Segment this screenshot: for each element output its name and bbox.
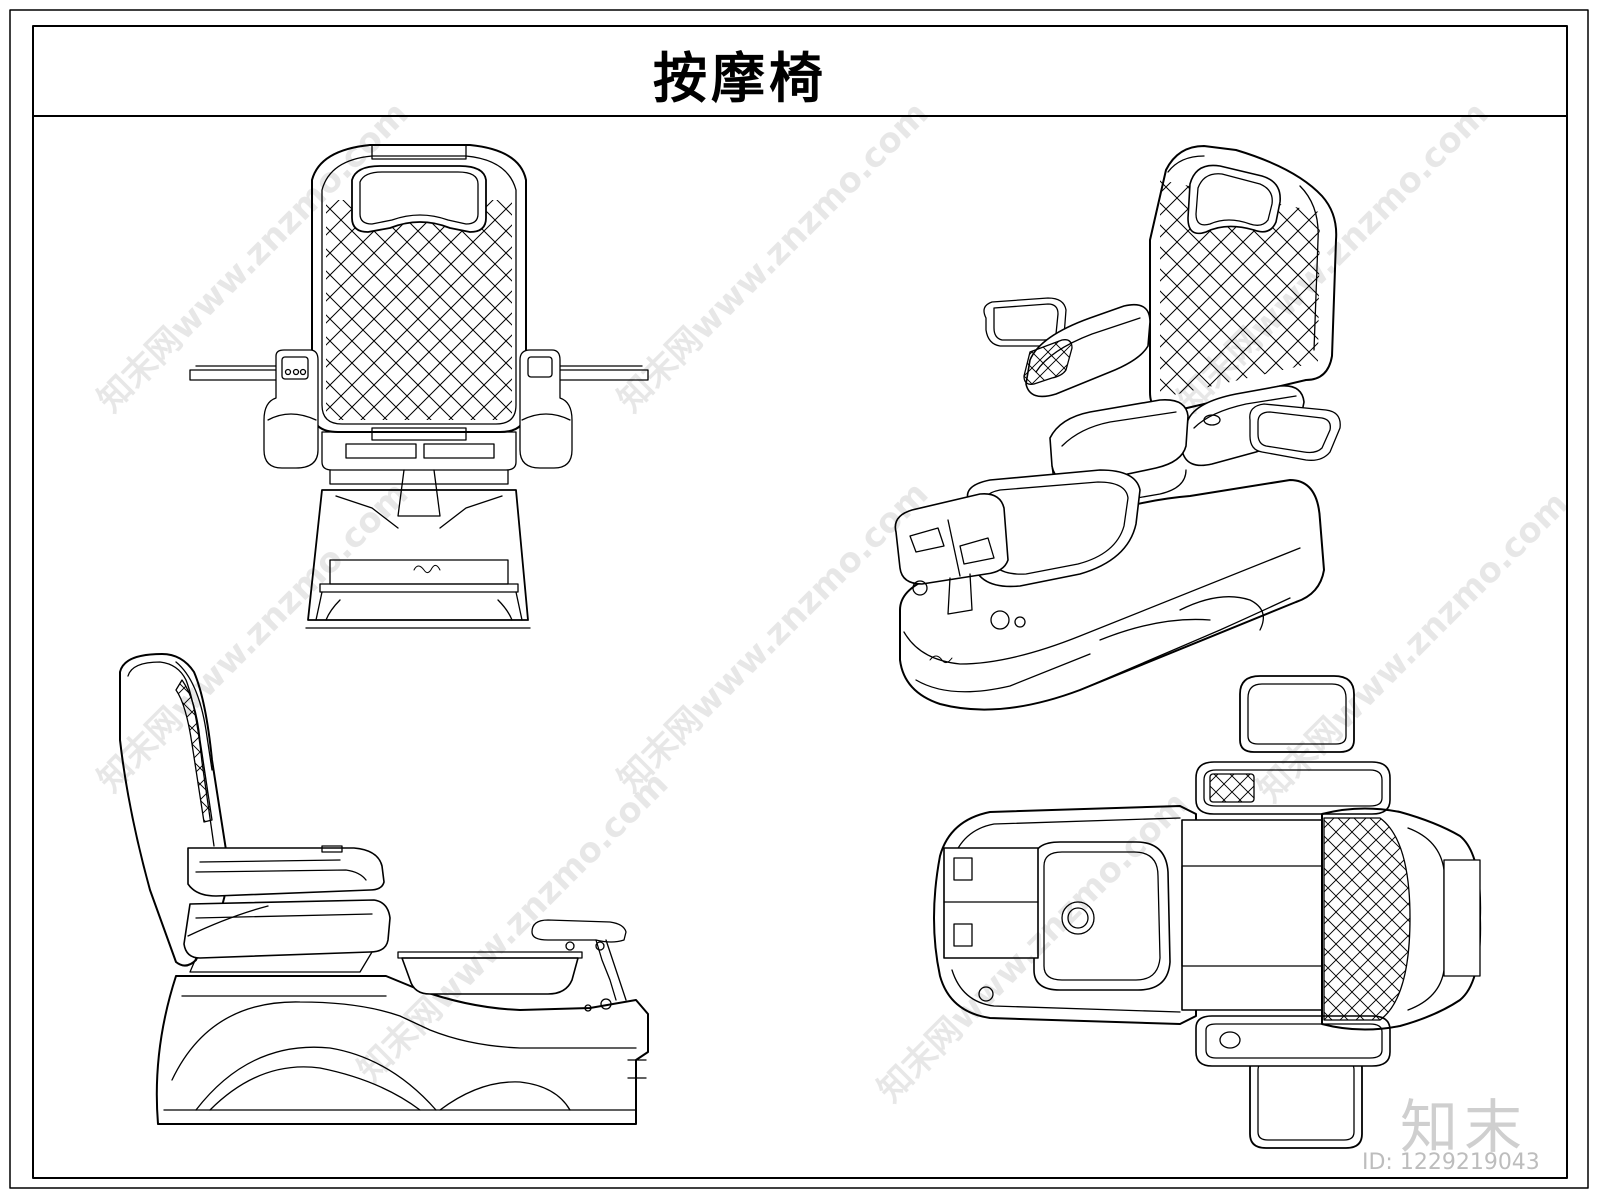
perspective-view	[894, 145, 1341, 711]
top-controller	[1209, 773, 1255, 803]
front-armrest-right	[519, 349, 573, 469]
top-seat	[1181, 819, 1323, 1011]
persp-backrest-quilt	[1160, 180, 1320, 398]
side-base	[155, 975, 649, 1125]
top-footrest	[943, 847, 1039, 959]
persp-controller	[1023, 339, 1073, 385]
top-view	[933, 675, 1482, 1149]
brand-watermark: 知末	[1400, 1093, 1529, 1161]
top-foot-tub	[1033, 841, 1171, 991]
top-backrest-quilt	[1323, 817, 1411, 1021]
front-seat	[321, 431, 517, 471]
top-tray-bottom	[1249, 1053, 1363, 1149]
side-backrest-quilt	[175, 679, 213, 823]
top-base	[933, 805, 1197, 1025]
drawing-frame	[9, 9, 1589, 1189]
id-label: ID: 1229219043	[1362, 1150, 1540, 1175]
front-tray-left	[189, 369, 281, 381]
side-foot-tub	[401, 957, 579, 995]
front-headrest	[351, 165, 487, 233]
front-backrest	[311, 144, 527, 433]
persp-seat	[1049, 399, 1189, 485]
front-backrest-quilt	[326, 200, 512, 420]
top-headrest	[1239, 675, 1355, 753]
persp-headrest	[1187, 164, 1281, 235]
top-drain	[1061, 901, 1095, 935]
front-armrest-left	[263, 349, 319, 469]
side-seat	[183, 899, 391, 959]
side-view	[119, 653, 649, 1125]
side-footrest	[531, 919, 627, 943]
page-title: 按摩椅	[653, 47, 827, 110]
front-view	[189, 144, 649, 629]
front-base	[307, 489, 529, 621]
